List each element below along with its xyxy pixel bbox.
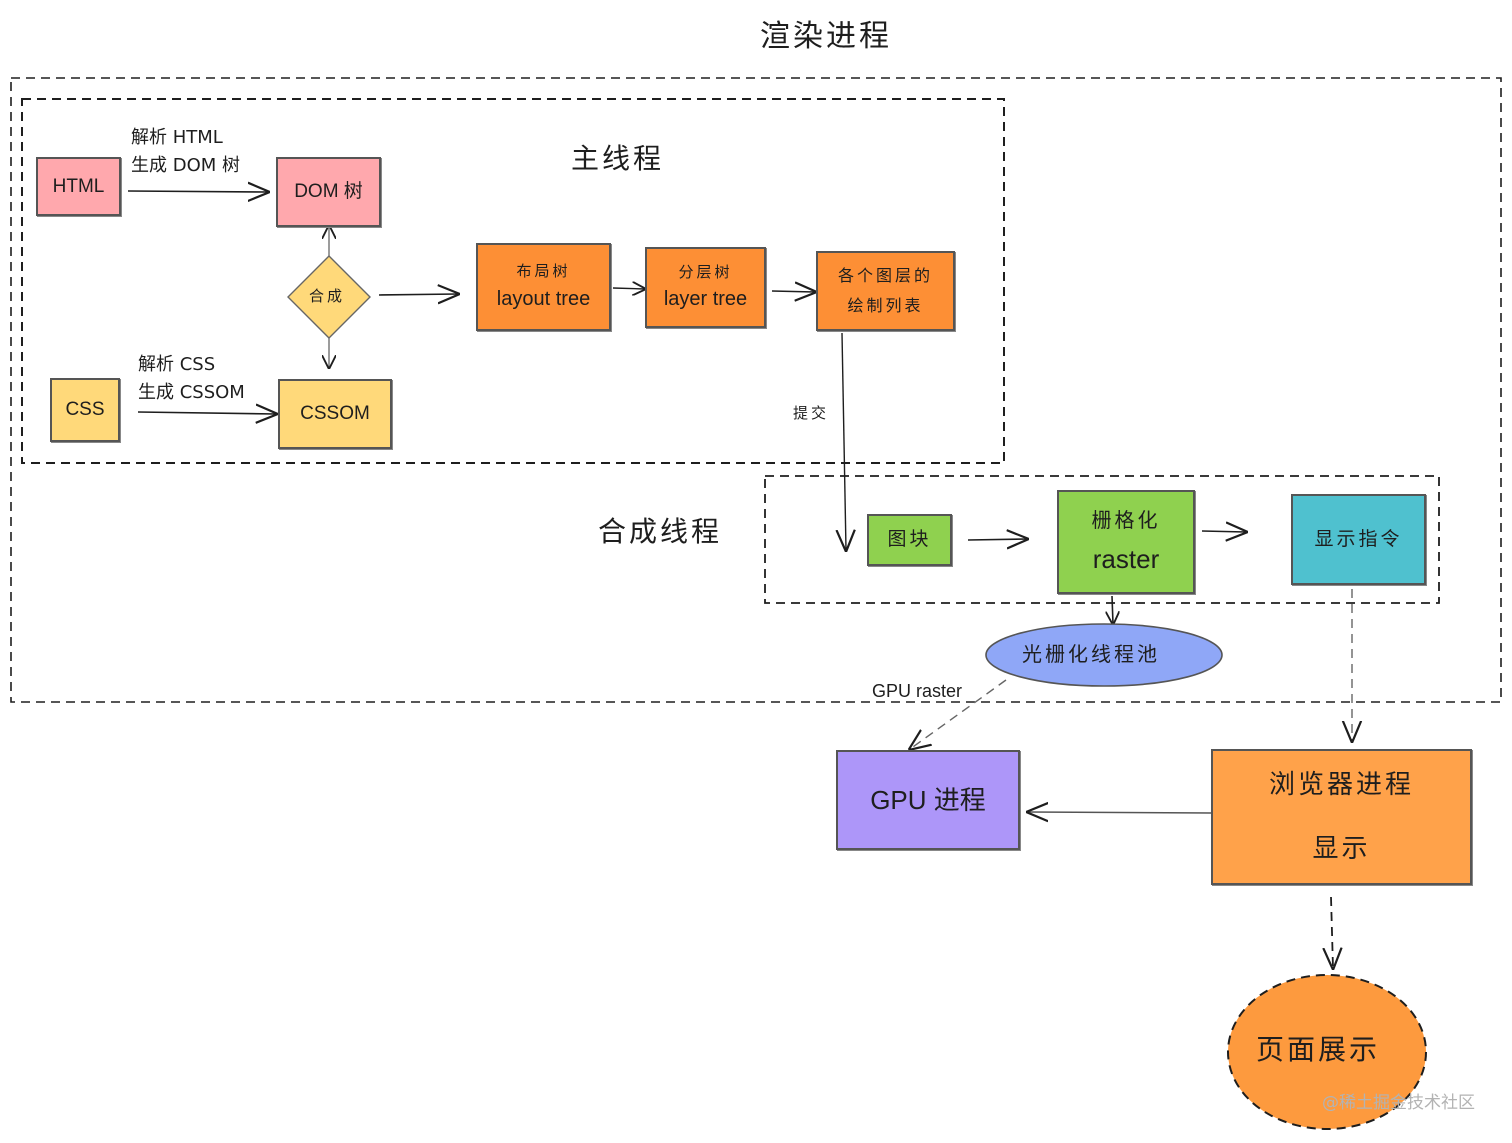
parse-css-line1: 解析 CSS bbox=[138, 354, 216, 375]
arrow-tiles-to-raster bbox=[967, 539, 1027, 540]
raster-thread-pool-node bbox=[985, 623, 1223, 687]
watermark: @稀土掘金技术社区 bbox=[1322, 1093, 1475, 1113]
arrow-css-to-cssom bbox=[137, 412, 276, 414]
browser-display-label: 显示 bbox=[1312, 834, 1371, 864]
gpu-process-node: GPU 进程 bbox=[836, 750, 1020, 850]
arrow-pool-to-gpu bbox=[910, 679, 1007, 749]
html-node-label: HTML bbox=[52, 175, 105, 197]
raster-node: 栅格化 raster bbox=[1057, 490, 1195, 594]
paint-list-line2: 绘制列表 bbox=[847, 296, 924, 315]
arrow-raster-to-draw-quads bbox=[1201, 531, 1246, 532]
parse-css-label: 解析 CSS 生成 CSSOM bbox=[138, 351, 245, 407]
draw-quads-node: 显示指令 bbox=[1291, 494, 1426, 585]
layout-tree-label-en: layout tree bbox=[496, 287, 591, 310]
layout-tree-label-zh: 布局树 bbox=[516, 262, 571, 281]
combine-diamond bbox=[287, 255, 371, 339]
css-node-label: CSS bbox=[65, 399, 105, 421]
commit-label: 提交 bbox=[793, 404, 830, 422]
draw-quads-label: 显示指令 bbox=[1314, 527, 1403, 550]
render-process-boundary bbox=[10, 77, 1502, 703]
browser-process-label: 浏览器进程 bbox=[1268, 770, 1414, 800]
page-display-label: 页面展示 bbox=[1256, 1033, 1381, 1066]
cssom-node: CSSOM bbox=[278, 379, 392, 449]
css-node: CSS bbox=[50, 378, 120, 442]
compositor-thread-label: 合成线程 bbox=[598, 515, 723, 548]
dom-tree-label: DOM 树 bbox=[294, 181, 363, 203]
cssom-node-label: CSSOM bbox=[300, 403, 370, 425]
render-process-title: 渲染进程 bbox=[760, 19, 892, 54]
page-display-node bbox=[1227, 974, 1427, 1130]
arrow-html-to-dom bbox=[127, 191, 268, 192]
arrow-layer-to-paint bbox=[771, 291, 815, 292]
combine-label: 合成 bbox=[309, 287, 346, 305]
gpu-raster-label: GPU raster bbox=[872, 681, 963, 701]
paint-list-line1: 各个图层的 bbox=[837, 266, 933, 285]
arrow-browser-to-page bbox=[1331, 896, 1333, 968]
main-thread-boundary bbox=[21, 98, 1005, 464]
tiles-label: 图块 bbox=[887, 528, 932, 551]
raster-label-en: raster bbox=[1092, 544, 1160, 575]
raster-thread-pool-label: 光栅化线程池 bbox=[1022, 642, 1160, 666]
parse-html-line1: 解析 HTML bbox=[131, 127, 223, 148]
parse-css-line2: 生成 CSSOM bbox=[138, 382, 245, 403]
raster-label-zh: 栅格化 bbox=[1091, 508, 1161, 533]
layout-tree-node: 布局树 layout tree bbox=[476, 243, 611, 331]
compositor-thread-boundary bbox=[764, 475, 1440, 604]
parse-html-label: 解析 HTML 生成 DOM 树 bbox=[131, 124, 240, 180]
arrow-browser-to-gpu bbox=[1028, 812, 1213, 813]
layer-tree-label-en: layer tree bbox=[663, 288, 748, 311]
layer-tree-node: 分层树 layer tree bbox=[645, 247, 766, 328]
parse-html-line2: 生成 DOM 树 bbox=[131, 155, 241, 176]
arrow-combine-to-layout bbox=[378, 294, 458, 295]
gpu-process-label: GPU 进程 bbox=[870, 784, 986, 815]
html-node: HTML bbox=[36, 157, 121, 216]
tiles-node: 图块 bbox=[867, 514, 952, 566]
browser-process-node: 浏览器进程 显示 bbox=[1211, 749, 1472, 885]
arrow-layout-to-layer bbox=[612, 288, 645, 289]
arrow-commit bbox=[842, 332, 846, 550]
arrow-raster-to-pool bbox=[1112, 595, 1113, 624]
layer-tree-label-zh: 分层树 bbox=[678, 262, 733, 281]
dom-tree-node: DOM 树 bbox=[276, 157, 381, 227]
paint-list-node: 各个图层的 绘制列表 bbox=[816, 251, 955, 331]
main-thread-label: 主线程 bbox=[571, 142, 665, 175]
